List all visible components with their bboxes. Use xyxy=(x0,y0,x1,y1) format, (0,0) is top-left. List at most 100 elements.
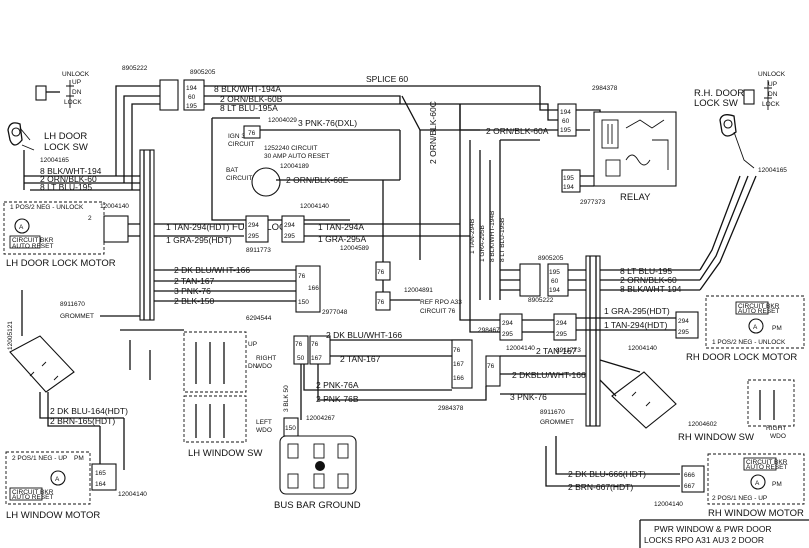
wire-label: 1 GRA-295B xyxy=(479,225,486,262)
svg-text:295: 295 xyxy=(248,233,259,240)
wire-label: 2 BRN-165(HDT) xyxy=(50,416,115,426)
rh-window-motor: CIRCUIT BKR AUTO RESET A PM 2 POS/1 NEG … xyxy=(707,453,805,505)
svg-text:12004189: 12004189 xyxy=(280,163,309,170)
wire-label: 2 DKBLU/WHT-166 xyxy=(512,370,586,380)
svg-text:A: A xyxy=(55,476,60,483)
wire-label: 2 ORN/BLK-60C xyxy=(428,101,438,164)
connector-294-295-right-a: 294 295 xyxy=(499,313,523,341)
connector-76-a: 76 xyxy=(375,261,391,281)
svg-text:AUTO RESET: AUTO RESET xyxy=(746,464,787,471)
lock-label: LOCK xyxy=(762,101,780,108)
wire-label: 8 LT BLU-195A xyxy=(220,103,278,113)
svg-text:166: 166 xyxy=(453,375,464,382)
svg-text:294: 294 xyxy=(248,222,259,229)
wire-label: 8 LT BLU-195 xyxy=(40,182,92,192)
lh-window-sw-title: LH WINDOW SW xyxy=(188,448,262,459)
wire-label: 2 TAN-167 xyxy=(340,354,381,364)
wire-label: 2 ORN/BLK-60 xyxy=(620,275,677,285)
svg-text:294: 294 xyxy=(678,318,689,325)
svg-text:167: 167 xyxy=(311,355,322,362)
svg-text:76: 76 xyxy=(248,130,256,137)
svg-text:1 POS/2 NEG - UNLOCK: 1 POS/2 NEG - UNLOCK xyxy=(712,339,786,346)
connector-194-60-195-right: 194 60 195 xyxy=(557,103,577,137)
connector-195-194-relay: 195 194 xyxy=(561,169,581,193)
svg-text:165: 165 xyxy=(95,470,106,477)
wire-label: 2 BRN-667(HDT) xyxy=(568,482,633,492)
svg-text:A: A xyxy=(755,480,760,487)
wire-label: 8 LT BLU-195B xyxy=(499,218,506,262)
switch-body-icon xyxy=(35,85,47,101)
svg-text:167: 167 xyxy=(453,361,464,368)
part-number: 2984678 xyxy=(478,327,504,334)
svg-text:1252240 CIRCUIT: 1252240 CIRCUIT xyxy=(264,145,317,152)
fuse-block: 12004029 IGN 3 CIRCUIT 76 3 PNK-76(DXL) … xyxy=(211,117,400,233)
wire-label: 1 GRA-295(HDT) xyxy=(604,306,670,316)
part-number: 8911773 xyxy=(246,247,271,254)
lh-door-lock-sw-title2: LOCK SW xyxy=(44,142,88,153)
dn-label: DN xyxy=(768,91,778,98)
rh-door-lock-sw-title: R.H. DOOR xyxy=(694,88,744,99)
part-number: 2977373 xyxy=(580,199,606,206)
part-number: 8905205 xyxy=(538,255,564,262)
part-number: 12004891 xyxy=(404,287,433,294)
rh-window-switch-housing xyxy=(611,371,677,429)
wire-label: 2 ORN/BLK-60B xyxy=(220,94,283,104)
connector-294-295: 294 295 294 295 xyxy=(245,215,305,243)
wire-label: 2 ORN/BLK-60A xyxy=(486,126,549,136)
wire-label: 3 BLK 50 xyxy=(283,385,290,412)
wire-label: 8 BLK/WHT-194 xyxy=(620,284,682,294)
connector-195-60-194-right: 195 60 194 xyxy=(547,263,569,297)
svg-text:2 POS/1 NEG - UP: 2 POS/1 NEG - UP xyxy=(712,495,767,502)
svg-text:CIRCUIT BKR: CIRCUIT BKR xyxy=(12,237,54,244)
part-number: 12004267 xyxy=(306,415,335,422)
svg-text:LEFT: LEFT xyxy=(256,419,272,426)
part-number: 8911670 xyxy=(60,301,85,308)
svg-text:294: 294 xyxy=(502,320,513,327)
title-line-2: LOCKS RPO A31 AU3 2 DOOR xyxy=(644,535,764,545)
part-number: 8905205 xyxy=(190,69,216,76)
connector-194-60-195: 194 60 195 xyxy=(159,79,205,111)
connector-666-667: 666 667 xyxy=(681,465,705,493)
part-number: 12004140 xyxy=(100,203,129,210)
title-line-1: PWR WINDOW & PWR DOOR xyxy=(654,524,772,534)
svg-text:30 AMP AUTO RESET: 30 AMP AUTO RESET xyxy=(264,153,330,160)
connector-76-c: 76 xyxy=(485,355,501,387)
part-number: 12004140 xyxy=(628,345,657,352)
motor-icon xyxy=(14,218,30,234)
svg-text:CIRCUIT BKR: CIRCUIT BKR xyxy=(12,489,54,496)
svg-text:50: 50 xyxy=(297,355,305,362)
wire-label: 1 TAN-294A xyxy=(318,222,364,232)
grommet-label: GROMMET xyxy=(60,313,94,320)
lh-harness-bundle xyxy=(139,149,155,321)
rh-door-lock-sw-title2: LOCK SW xyxy=(694,98,738,109)
svg-text:60: 60 xyxy=(551,278,559,285)
svg-text:60: 60 xyxy=(562,118,570,125)
wire-label: 2 BLK-150 xyxy=(174,296,214,306)
svg-text:76: 76 xyxy=(295,341,303,348)
switch-pivot-icon xyxy=(11,127,21,137)
part-number: 12004140 xyxy=(654,501,683,508)
svg-text:AUTO RESET: AUTO RESET xyxy=(12,494,53,501)
lh-door-lock-motor: 1 POS/2 NEG - UNLOCK A CIRCUIT BKR AUTO … xyxy=(3,201,129,255)
part-number: 6294544 xyxy=(246,315,272,322)
svg-text:PM: PM xyxy=(74,455,84,462)
svg-text:295: 295 xyxy=(678,329,689,336)
switch-arrow-icon xyxy=(66,80,74,108)
svg-text:60: 60 xyxy=(188,94,196,101)
svg-text:AUTO RESET: AUTO RESET xyxy=(12,243,53,250)
wire-label: 1 TAN-294(HDT) xyxy=(604,320,668,330)
part-number: 2977048 xyxy=(322,309,348,316)
part-number: 12004029 xyxy=(268,117,297,124)
part-number: 12004602 xyxy=(688,421,717,428)
grommet-label: GROMMET xyxy=(540,419,574,426)
wire-label: 3 PNK-76 xyxy=(174,286,211,296)
unlock-label: UNLOCK xyxy=(758,71,786,78)
svg-text:150: 150 xyxy=(298,299,309,306)
wire-label: 1 GRA-295(HDT) xyxy=(166,235,232,245)
svg-text:CIRCUIT: CIRCUIT xyxy=(226,175,252,182)
relay-label: RELAY xyxy=(620,192,651,203)
part-number: 8905222 xyxy=(122,65,148,72)
svg-text:PM: PM xyxy=(772,481,782,488)
connector-165-164: 165 164 xyxy=(91,463,117,491)
